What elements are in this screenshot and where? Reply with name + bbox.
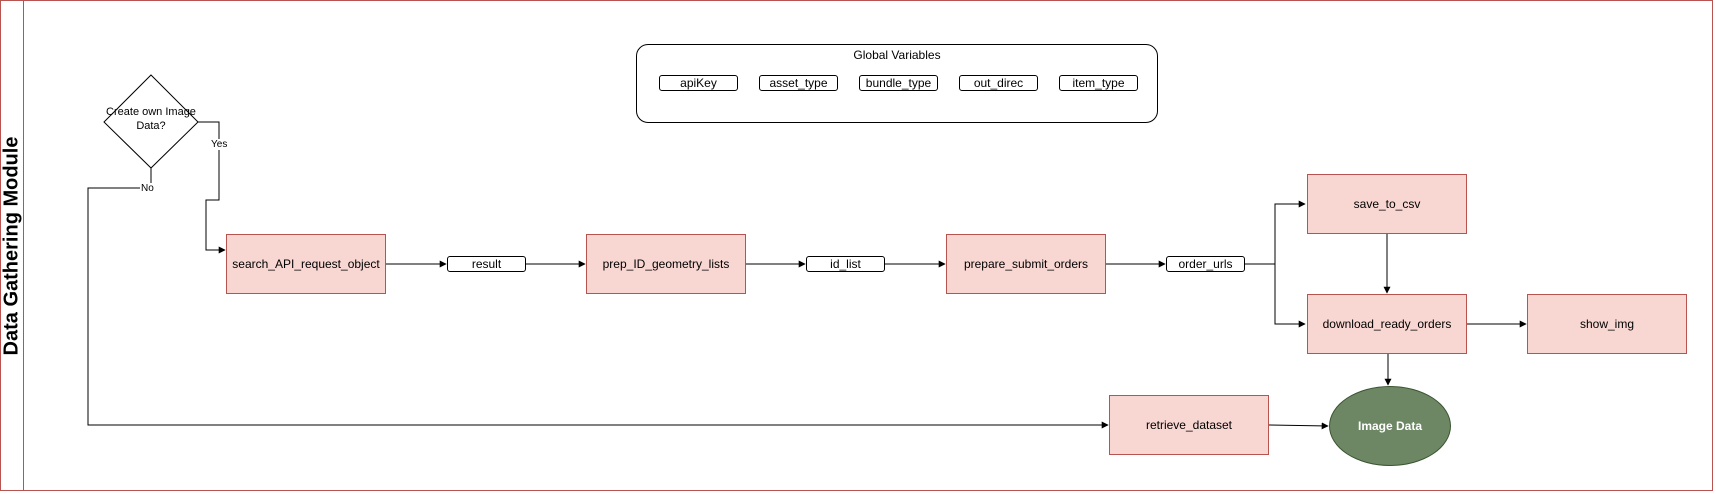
yes-edge bbox=[198, 121, 226, 254]
global-var-out-direc: out_direc bbox=[959, 75, 1038, 91]
global-var-asset-type: asset_type bbox=[759, 75, 838, 91]
global-var-item-type: item_type bbox=[1059, 75, 1138, 91]
yes-label: Yes bbox=[210, 139, 229, 150]
function-search-api-request-object: search_API_request_object bbox=[226, 234, 386, 294]
swimlane-header: Data Gathering Module bbox=[0, 0, 24, 491]
function-prep-id-geometry-lists: prep_ID_geometry_lists bbox=[586, 234, 746, 294]
function-show-img: show_img bbox=[1527, 294, 1687, 354]
edge-retrieve-imagedata bbox=[1268, 422, 1329, 430]
output-result: result bbox=[447, 256, 526, 272]
function-retrieve-dataset: retrieve_dataset bbox=[1109, 395, 1269, 455]
function-save-to-csv: save_to_csv bbox=[1307, 174, 1467, 234]
no-label: No bbox=[140, 183, 155, 194]
output-id-list: id_list bbox=[806, 256, 885, 272]
edge-orderurls-download bbox=[1274, 264, 1306, 328]
function-prepare-submit-orders: prepare_submit_orders bbox=[946, 234, 1106, 294]
no-edge bbox=[87, 168, 1109, 429]
decision-label: Create own Image Data? bbox=[106, 106, 196, 132]
global-var-apikey: apiKey bbox=[659, 75, 738, 91]
output-order-urls: order_urls bbox=[1166, 256, 1245, 272]
global-var-bundle-type: bundle_type bbox=[859, 75, 938, 91]
global-variables-title: Global Variables bbox=[853, 48, 941, 62]
function-download-ready-orders: download_ready_orders bbox=[1307, 294, 1467, 354]
terminal-image-data: Image Data bbox=[1329, 386, 1451, 466]
edge-orderurls-savecsv bbox=[1245, 200, 1306, 265]
